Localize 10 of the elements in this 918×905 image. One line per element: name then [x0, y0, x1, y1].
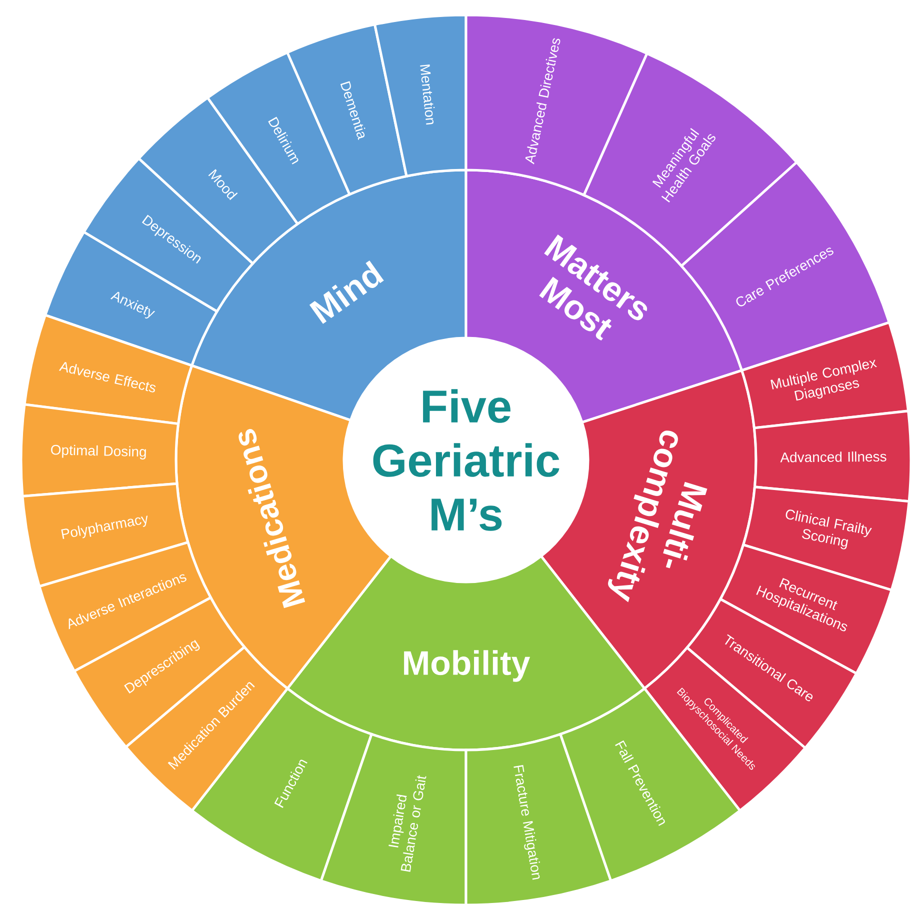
node-label: Fracture Mitigation [514, 765, 540, 880]
topic-segment: Advanced Directives [464, 14, 648, 196]
topic-segment: Fracture Mitigation [464, 732, 612, 905]
node-label: Impaired Balance or Gait [388, 775, 426, 872]
node-label: Advanced Illness [780, 451, 886, 462]
topic-segment: Impaired Balance or Gait [320, 732, 468, 905]
topic-segment: Advanced Illness [753, 410, 912, 503]
topic-segment: Multiple Complex Diagnoses [740, 321, 910, 430]
topic-segment: Mentation [374, 14, 468, 178]
topic-segment: Optimal Dosing [20, 403, 180, 498]
